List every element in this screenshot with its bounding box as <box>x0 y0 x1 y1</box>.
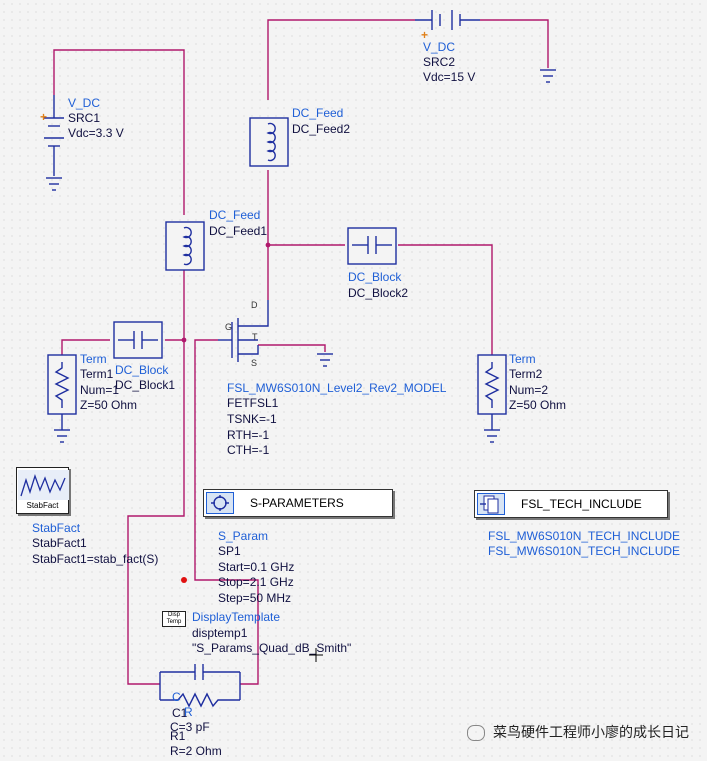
cap-type: C <box>172 690 181 704</box>
res-value: R=2 Ohm <box>170 744 222 758</box>
watermark: 菜鸟硬件工程师小廖的成长日记 <box>467 722 689 742</box>
stabfact-expr: StabFact1=stab_fact(S) <box>32 552 159 566</box>
term2-type: Term <box>509 352 536 366</box>
fet-model: FSL_MW6S010N_Level2_Rev2_MODEL <box>227 381 447 395</box>
term2-num: Num=2 <box>509 383 549 397</box>
src2-value: Vdc=15 V <box>423 70 476 84</box>
dc-block2-symbol[interactable] <box>347 227 397 265</box>
dc-block2-type: DC_Block <box>348 270 402 284</box>
dc-block1-type: DC_Block <box>115 363 169 377</box>
wechat-icon <box>467 725 486 742</box>
rc-network-symbol[interactable] <box>159 664 241 708</box>
term1-z: Z=50 Ohm <box>80 398 138 412</box>
include-line1: FSL_MW6S010N_TECH_INCLUDE <box>488 529 681 543</box>
wire-src2-to-feed2[interactable] <box>267 19 415 100</box>
fet-cth: CTH=-1 <box>227 443 270 457</box>
src2-name: SRC2 <box>423 55 456 69</box>
term1-type: Term <box>80 352 107 366</box>
wire-term1-to-block1[interactable] <box>61 339 110 355</box>
stabfact-icon-label: StabFact <box>26 501 59 510</box>
src2-battery-symbol[interactable] <box>415 10 480 30</box>
wires <box>53 19 549 685</box>
term2-name: Term2 <box>509 367 543 381</box>
sparam-controller[interactable]: S-PARAMETERS <box>203 489 393 517</box>
wire-gate-bias[interactable] <box>194 339 259 685</box>
display-value: "S_Params_Quad_dB_Smith" <box>192 641 352 655</box>
src2-plus-sign: + <box>421 28 429 42</box>
dc-feed1-type: DC_Feed <box>209 208 261 222</box>
term1-num: Num=1 <box>80 383 120 397</box>
fet-pin-g: G <box>225 322 233 332</box>
sparam-stop: Stop=2.1 GHz <box>218 575 294 589</box>
src1-battery-symbol[interactable] <box>44 95 64 176</box>
display-icon-label: Disp Temp <box>166 612 182 625</box>
wire-src1-to-feed1[interactable] <box>53 49 185 215</box>
display-type: DisplayTemplate <box>192 610 281 624</box>
cap-value: C=3 pF <box>170 720 210 734</box>
ground-symbols <box>46 69 556 443</box>
stabfact-graph-icon <box>18 470 69 500</box>
dc-block2-name: DC_Block2 <box>348 286 409 300</box>
dc-feed1-symbol[interactable] <box>165 221 205 271</box>
src1-value: Vdc=3.3 V <box>68 126 124 140</box>
wire-block1-to-gate[interactable] <box>127 339 185 685</box>
display-template-icon[interactable]: Disp Temp <box>162 611 186 627</box>
junction-dots <box>181 242 271 583</box>
ground-term2 <box>484 429 500 443</box>
include-file-icon <box>477 493 505 515</box>
cap-name: C1 <box>172 706 188 720</box>
ground-fet <box>317 353 333 367</box>
dc-feed2-name: DC_Feed2 <box>292 122 351 136</box>
dc-block1-symbol[interactable] <box>113 321 163 359</box>
display-name: disptemp1 <box>192 626 248 640</box>
res-name: R1 <box>170 729 186 743</box>
watermark-text: 菜鸟硬件工程师小廖的成长日记 <box>493 724 689 740</box>
term2-symbol[interactable] <box>477 354 507 415</box>
stabfact-name: StabFact1 <box>32 536 87 550</box>
res-type: R <box>184 705 193 719</box>
fet-pin-t: T <box>252 332 258 342</box>
wire-src2-to-gnd[interactable] <box>480 19 549 68</box>
sparam-banner: S-PARAMETERS <box>250 496 344 510</box>
stabfact-type: StabFact <box>32 521 81 535</box>
fet-name: FETFSL1 <box>227 396 279 410</box>
dc-feed2-type: DC_Feed <box>292 106 344 120</box>
src1-type: V_DC <box>68 96 101 110</box>
sparam-name: SP1 <box>218 544 241 558</box>
fet-symbol[interactable] <box>218 300 269 362</box>
include-line2: FSL_MW6S010N_TECH_INCLUDE <box>488 544 681 558</box>
include-banner: FSL_TECH_INCLUDE <box>521 497 642 511</box>
ground-src2 <box>540 69 556 83</box>
stabfact-block[interactable]: StabFact <box>16 467 69 514</box>
src1-name: SRC1 <box>68 111 101 125</box>
sparam-icon <box>206 492 234 514</box>
fet-pin-s: S <box>251 358 258 368</box>
term2-z: Z=50 Ohm <box>509 398 567 412</box>
sparam-start: Start=0.1 GHz <box>218 560 295 574</box>
fet-tsnk: TSNK=-1 <box>227 412 277 426</box>
dc-feed2-symbol[interactable] <box>249 117 289 167</box>
wire-source-to-gnd[interactable] <box>258 344 326 352</box>
fet-pin-d: D <box>251 300 258 310</box>
sparam-type: S_Param <box>218 529 269 543</box>
src1-plus-sign: + <box>40 110 48 124</box>
tech-include-controller[interactable]: FSL_TECH_INCLUDE <box>474 490 668 518</box>
sparam-step: Step=50 MHz <box>218 591 292 605</box>
dc-feed1-name: DC_Feed1 <box>209 224 268 238</box>
wire-block2-to-term2[interactable] <box>398 244 493 355</box>
fet-rth: RTH=-1 <box>227 428 270 442</box>
ground-term1 <box>54 429 70 443</box>
term1-symbol[interactable] <box>47 354 77 415</box>
ground-src1 <box>46 177 62 191</box>
crosshair-cursor-icon <box>309 648 323 662</box>
dc-block1-name: DC_Block1 <box>115 378 176 392</box>
src2-type: V_DC <box>423 40 456 54</box>
term1-name: Term1 <box>80 367 114 381</box>
